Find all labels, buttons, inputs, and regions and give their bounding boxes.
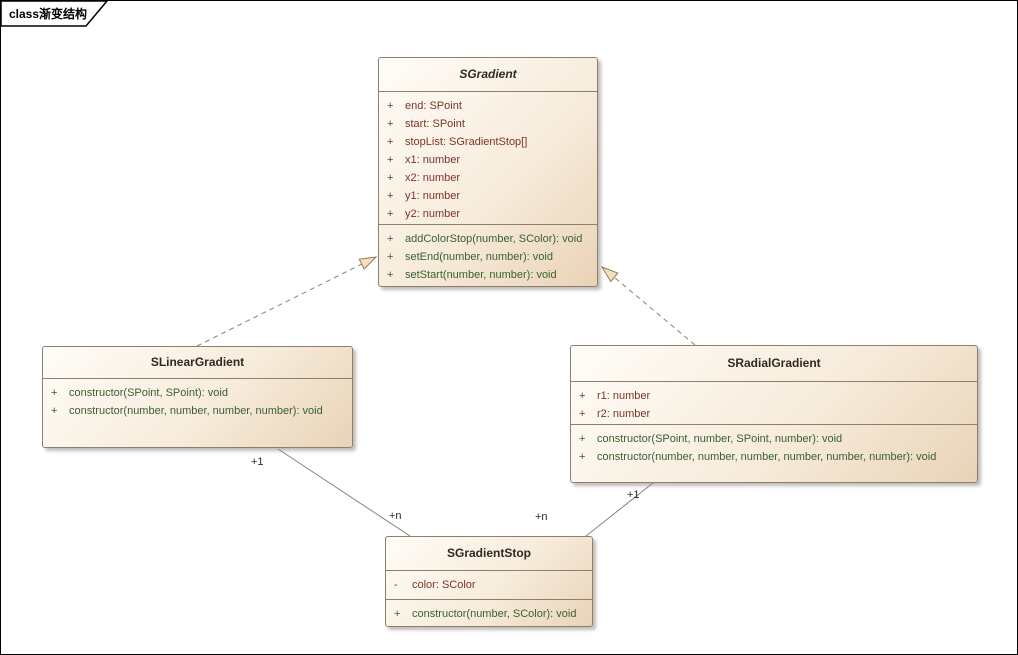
attributes-compartment: + end: SPoint + start: SPoint + stopList: SGr… bbox=[379, 91, 597, 224]
member-signature: constructor(SPoint, number, SPoint, numb… bbox=[597, 433, 843, 445]
class-operation: + constructor(number, number, number, num… bbox=[43, 402, 352, 420]
class-attribute: + stopList: SGradientStop[] bbox=[379, 133, 597, 151]
member-signature: constructor(number, number, number, numb… bbox=[69, 405, 323, 417]
member-signature: x2: number bbox=[405, 172, 461, 184]
visibility-symbol: + bbox=[579, 433, 586, 445]
class-attribute: + x1: number bbox=[379, 151, 597, 169]
diagram-frame-label: class渐变结构 bbox=[9, 7, 88, 21]
visibility-symbol: + bbox=[579, 408, 586, 420]
operations-compartment: + constructor(number, SColor): void bbox=[386, 599, 592, 626]
class-box-sgradient[interactable]: SGradient + end: SPoint + start: SPoint + sto… bbox=[378, 57, 598, 287]
member-signature: constructor(number, SColor): void bbox=[412, 608, 577, 620]
visibility-symbol: + bbox=[387, 100, 394, 112]
multiplicity-label-sradial-target: +n bbox=[535, 511, 548, 523]
class-attribute: + r1: number bbox=[571, 387, 977, 405]
operations-compartment: + addColorStop(number, SColor): void + setE… bbox=[379, 224, 597, 286]
operations-compartment: + constructor(SPoint, number, SPoint, num… bbox=[571, 424, 977, 482]
class-name-slineargradient: SLinearGradient bbox=[150, 355, 245, 369]
class-attribute: + y1: number bbox=[379, 187, 597, 205]
member-signature: end: SPoint bbox=[405, 100, 462, 112]
member-signature: stopList: SGradientStop[] bbox=[405, 136, 528, 148]
class-box-sgradientstop[interactable]: SGradientStop - color: SColor + constructo… bbox=[385, 536, 593, 627]
visibility-symbol: + bbox=[51, 387, 58, 399]
member-signature: addColorStop(number, SColor): void bbox=[405, 233, 583, 245]
visibility-symbol: + bbox=[394, 608, 401, 620]
class-box-sradialgradient[interactable]: SRadialGradient + r1: number + r2: number +… bbox=[570, 345, 978, 483]
class-name-sgradientstop: SGradientStop bbox=[446, 546, 531, 560]
member-signature: y1: number bbox=[405, 190, 461, 202]
class-box-slineargradient[interactable]: SLinearGradient + constructor(SPoint, SPo… bbox=[42, 346, 353, 448]
member-signature: y2: number bbox=[405, 208, 461, 220]
visibility-symbol: + bbox=[387, 172, 394, 184]
class-attribute: + y2: number bbox=[379, 205, 597, 223]
member-signature: r1: number bbox=[597, 390, 651, 402]
class-operation: + setEnd(number, number): void bbox=[379, 248, 597, 266]
class-attribute: + start: SPoint bbox=[379, 115, 597, 133]
class-operation: + addColorStop(number, SColor): void bbox=[379, 230, 597, 248]
visibility-symbol: + bbox=[387, 269, 394, 281]
visibility-symbol: + bbox=[387, 233, 394, 245]
member-signature: color: SColor bbox=[412, 579, 476, 591]
member-signature: constructor(SPoint, SPoint): void bbox=[69, 387, 228, 399]
class-name-sradialgradient: SRadialGradient bbox=[727, 356, 821, 370]
attributes-compartment: - color: SColor bbox=[386, 570, 592, 599]
visibility-symbol: + bbox=[387, 251, 394, 263]
class-attribute: - color: SColor bbox=[386, 576, 592, 594]
member-signature: start: SPoint bbox=[405, 118, 465, 130]
class-operation: + constructor(SPoint, number, SPoint, num… bbox=[571, 430, 977, 448]
class-attribute: + end: SPoint bbox=[379, 97, 597, 115]
visibility-symbol: + bbox=[387, 208, 394, 220]
operations-compartment: + constructor(SPoint, SPoint): void + const… bbox=[43, 378, 352, 447]
visibility-symbol: + bbox=[387, 118, 394, 130]
multiplicity-label-sradial-source: +1 bbox=[627, 489, 640, 501]
visibility-symbol: + bbox=[387, 190, 394, 202]
member-signature: constructor(number, number, number, numb… bbox=[597, 451, 937, 463]
class-attribute: + r2: number bbox=[571, 405, 977, 423]
visibility-symbol: - bbox=[394, 579, 398, 591]
frame-tab-shape bbox=[0, 0, 109, 27]
multiplicity-label-slinear-target: +n bbox=[389, 510, 402, 522]
class-operation: + constructor(number, number, number, num… bbox=[571, 448, 977, 466]
visibility-symbol: + bbox=[387, 136, 394, 148]
attributes-compartment: + r1: number + r2: number bbox=[571, 381, 977, 424]
member-signature: setEnd(number, number): void bbox=[405, 251, 553, 263]
visibility-symbol: + bbox=[579, 390, 586, 402]
class-operation: + constructor(SPoint, SPoint): void bbox=[43, 384, 352, 402]
diagram-frame-tab bbox=[0, 0, 109, 27]
member-signature: r2: number bbox=[597, 408, 651, 420]
class-operation: + constructor(number, SColor): void bbox=[386, 605, 592, 623]
member-signature: x1: number bbox=[405, 154, 461, 166]
class-name-sgradient: SGradient bbox=[459, 67, 517, 81]
visibility-symbol: + bbox=[387, 154, 394, 166]
member-signature: setStart(number, number): void bbox=[405, 269, 557, 281]
class-operation: + setStart(number, number): void bbox=[379, 266, 597, 284]
visibility-symbol: + bbox=[579, 451, 586, 463]
visibility-symbol: + bbox=[51, 405, 58, 417]
class-attribute: + x2: number bbox=[379, 169, 597, 187]
multiplicity-label-slinear-source: +1 bbox=[251, 456, 264, 468]
